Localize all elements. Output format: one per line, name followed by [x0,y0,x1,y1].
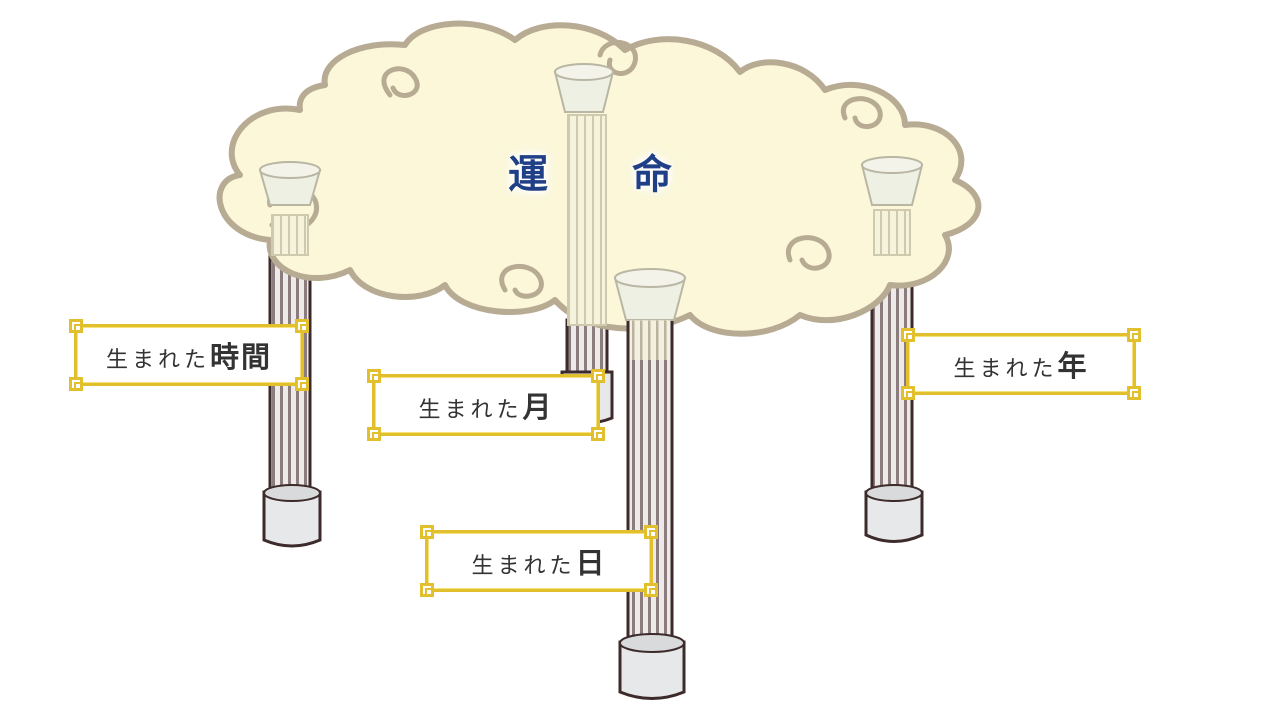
sign-emphasis: 月 [522,390,554,424]
corner-ornament [591,427,605,441]
corner-ornament [901,328,915,342]
pillar-left [262,248,322,548]
pillar-front [613,268,687,700]
corner-ornament [295,319,309,333]
sign-prefix: 生まれた [471,554,576,579]
corner-ornament [420,525,434,539]
corner-ornament [1127,328,1141,342]
sign-birth-year: 生まれた年 [901,328,1141,400]
sign-emphasis: 時間 [210,340,273,374]
corner-ornament [69,319,83,333]
corner-ornament [420,583,434,597]
sign-emphasis: 年 [1057,349,1089,383]
corner-ornament [901,386,915,400]
pillar-right-capital [860,156,924,256]
corner-ornament [591,369,605,383]
sign-label: 生まれた年 [953,343,1088,385]
sign-label: 生まれた時間 [106,334,272,376]
corner-ornament [1127,386,1141,400]
pillar-back-center-capital [553,63,615,326]
sign-label: 生まれた月 [418,384,553,426]
title-char-1: 運 [508,152,548,198]
sign-birth-hour: 生まれた時間 [69,319,309,391]
sign-birth-day: 生まれた日 [420,525,658,597]
title-char-2: 命 [632,152,672,198]
sign-prefix: 生まれた [953,357,1058,382]
sign-prefix: 生まれた [105,348,210,373]
corner-ornament [644,583,658,597]
sign-prefix: 生まれた [418,398,523,423]
sign-emphasis: 日 [575,546,607,580]
corner-ornament [295,377,309,391]
corner-ornament [69,377,83,391]
sign-birth-month: 生まれた月 [367,369,605,441]
pillar-left-capital [258,161,322,256]
corner-ornament [367,427,381,441]
pillar-right [864,248,924,543]
sign-label: 生まれた日 [471,540,606,582]
corner-ornament [367,369,381,383]
corner-ornament [644,525,658,539]
